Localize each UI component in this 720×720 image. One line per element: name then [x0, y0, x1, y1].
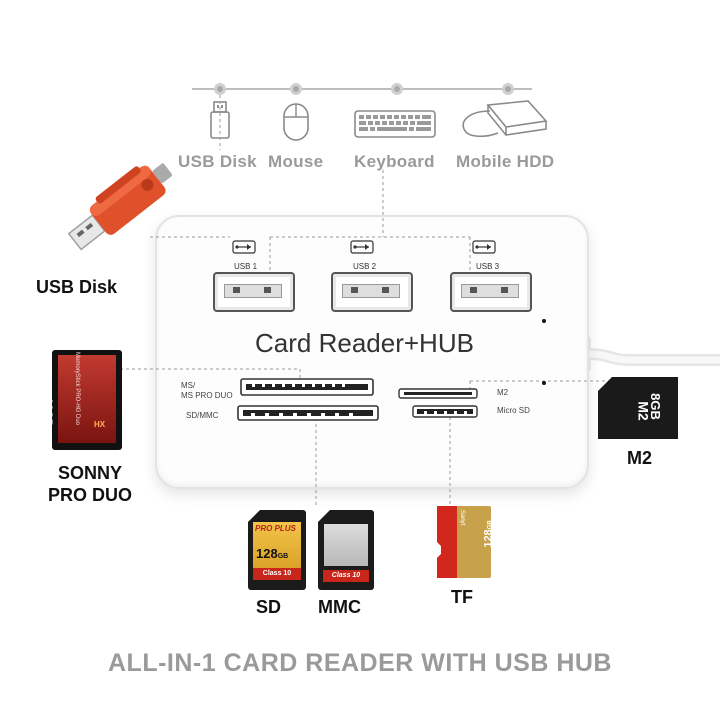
sd-card: PRO PLUS 128GB Class 10	[248, 510, 306, 590]
memstick-capacity: 16GB	[42, 398, 54, 427]
mmc-card-class: Class 10	[323, 570, 369, 582]
usb-port-3[interactable]	[450, 272, 532, 312]
memstick-text: MemoryStick PRO-HG Duo	[74, 352, 80, 426]
m2-slot-label: M2	[497, 388, 509, 397]
tf-card: Sanyt 128GB	[437, 506, 491, 578]
memstick-brand: HX	[94, 420, 106, 429]
m2-card-text-2: 8GB	[647, 393, 663, 420]
mouse-icon	[283, 103, 309, 141]
usb-symbol-icon	[232, 240, 256, 254]
usb-disk-callout: USB Disk	[36, 277, 118, 297]
usb3-label: USB 3	[476, 262, 500, 271]
led-indicator	[542, 381, 546, 385]
mmc-callout: MMC	[318, 597, 361, 617]
led-indicator	[542, 319, 546, 323]
footer-title: ALL-IN-1 CARD READER WITH USB HUB	[108, 649, 612, 677]
hub-title: Card Reader+HUB	[255, 328, 474, 358]
sd-mmc-slot[interactable]	[237, 404, 379, 422]
tf-card-brand: Sanyt	[459, 510, 465, 526]
sd-callout: SD	[256, 597, 282, 617]
usb-port-1[interactable]	[213, 272, 295, 312]
hub-body	[155, 215, 589, 489]
ms-slot-label: MS/MS PRO DUO	[181, 381, 233, 400]
sd-card-class: Class 10	[253, 568, 301, 580]
usb-flash-drive	[67, 163, 173, 251]
tf-callout: TF	[451, 587, 473, 607]
top-label-mouse: Mouse	[268, 152, 324, 171]
top-label-keyboard: Keyboard	[354, 152, 435, 171]
usb2-label: USB 2	[353, 262, 377, 271]
top-label-mobile-hdd: Mobile HDD	[456, 152, 555, 171]
m2-card: M2 8GB	[598, 377, 678, 439]
sd-card-capacity: 128GB	[256, 546, 289, 561]
sd-card-brand: PRO PLUS	[255, 524, 296, 533]
usb-port-2[interactable]	[331, 272, 413, 312]
top-label-usb-disk: USB Disk	[178, 152, 257, 171]
hdd-icon	[462, 100, 548, 138]
sd-slot-label: SD/MMC	[186, 411, 219, 420]
memory-stick-card: 16GB MemoryStick PRO-HG Duo HX	[42, 350, 122, 450]
microsd-slot[interactable]	[412, 405, 478, 419]
top-device-line	[192, 83, 532, 95]
keyboard-icon	[354, 110, 436, 138]
usb-symbol-icon	[472, 240, 496, 254]
mmc-card: Class 10	[318, 510, 374, 590]
m2-slot[interactable]	[398, 388, 478, 400]
ms-pro-duo-slot[interactable]	[240, 377, 374, 397]
microsd-slot-label: Micro SD	[497, 406, 530, 415]
m2-callout: M2	[627, 448, 653, 468]
usb1-label: USB 1	[234, 262, 258, 271]
usb-symbol-icon	[350, 240, 374, 254]
